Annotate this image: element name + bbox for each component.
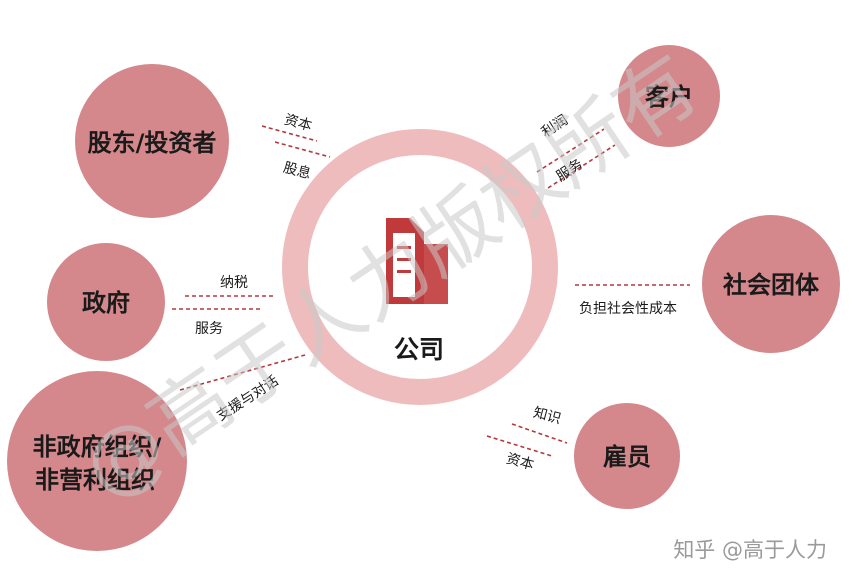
edge-label-government-in: 纳税	[220, 275, 248, 291]
edge-label-employees-in: 知识	[531, 404, 562, 428]
node-customers-label: 客户	[645, 83, 693, 111]
node-employees-label: 雇员	[603, 443, 651, 471]
edge-label-shareholders-in: 资本	[282, 112, 313, 135]
node-government-label: 政府	[82, 289, 130, 317]
node-social-groups	[702, 215, 840, 353]
brand-caption: 知乎 @高于人力	[673, 538, 827, 562]
node-employees	[574, 403, 680, 509]
node-customers	[618, 45, 720, 147]
edge-label-employees-out: 资本	[504, 451, 535, 474]
node-ngo-label-line2: 非营利组织	[35, 466, 155, 494]
node-shareholders-label: 股东/投资者	[88, 129, 217, 157]
node-shareholders	[75, 64, 229, 218]
center-ring	[282, 129, 558, 405]
connector-customers-bottom	[547, 144, 616, 189]
connector-ngo	[179, 354, 306, 391]
node-ngo	[7, 371, 187, 551]
connector-shareholders-bottom	[274, 141, 331, 158]
building-icon	[386, 218, 448, 304]
company-label: 公司	[394, 335, 444, 364]
connector-employees-top	[511, 423, 568, 444]
connector-employees-bottom	[486, 435, 553, 457]
node-ngo-label-line1: 非政府组织/	[33, 433, 162, 461]
node-social-groups-label: 社会团体	[723, 271, 820, 299]
edge-label-social-groups: 负担社会性成本	[579, 301, 677, 317]
node-government	[47, 243, 165, 361]
edge-label-shareholders-out: 股息	[281, 159, 312, 183]
connector-customers-top	[536, 128, 605, 173]
edge-label-government-out: 服务	[195, 321, 223, 337]
connector-shareholders-top	[261, 125, 318, 142]
connector-lines	[172, 125, 690, 457]
